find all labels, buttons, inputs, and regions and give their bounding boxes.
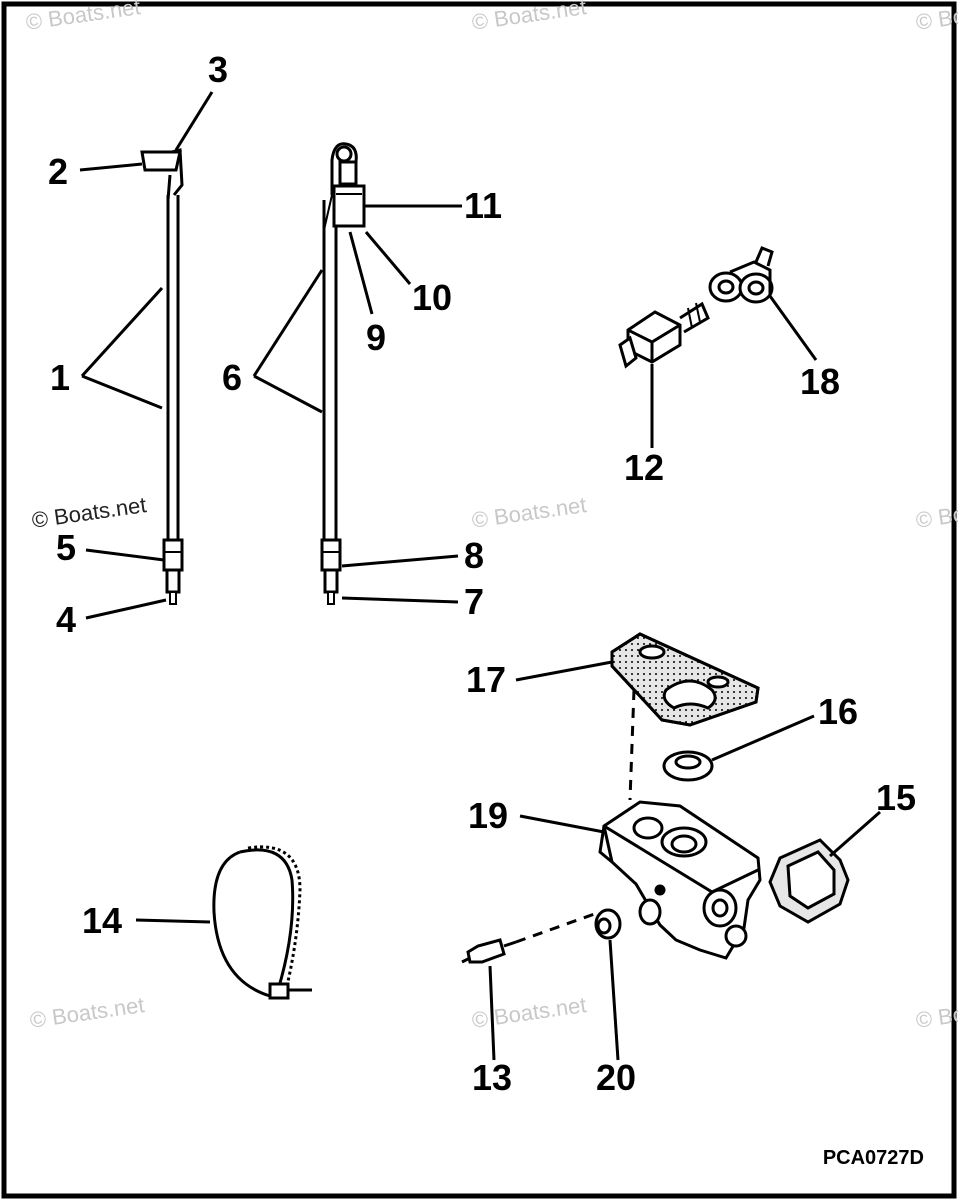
- pressure-switch-12: [618, 301, 710, 369]
- callout-13: 13: [472, 1057, 513, 1098]
- callout-7: 7: [464, 581, 485, 622]
- callout-2: 2: [48, 151, 69, 192]
- callout-5: 5: [56, 527, 77, 568]
- callout-19: 19: [468, 795, 509, 836]
- callout-4: 4: [56, 599, 77, 640]
- leader-lines: [79, 91, 881, 1061]
- callout-18: 18: [800, 361, 841, 402]
- elbow-fitting-18: [708, 246, 774, 304]
- callout-11: 11: [464, 185, 503, 226]
- plug-20: [594, 908, 622, 940]
- temperature-sender-lead-1: [140, 148, 184, 605]
- callout-1: 1: [50, 357, 71, 398]
- callout-6: 6: [222, 357, 243, 398]
- temperature-sender-13: [461, 938, 517, 964]
- callout-8: 8: [464, 535, 485, 576]
- callout-16: 16: [818, 691, 859, 732]
- washer-16: [662, 750, 714, 782]
- callout-14: 14: [82, 900, 123, 941]
- callout-10: 10: [412, 277, 453, 318]
- gasket-17: [610, 632, 760, 727]
- housing-19: [598, 800, 762, 960]
- callout-15: 15: [876, 777, 917, 818]
- gasket-15: [768, 838, 850, 924]
- assembly-guide-line: [628, 689, 636, 801]
- callout-17: 17: [466, 659, 507, 700]
- diagram-code: PCA0727D: [822, 1147, 924, 1169]
- assembly-guide-line-13: [515, 910, 601, 944]
- strap-14: [212, 845, 312, 1000]
- callout-3: 3: [208, 49, 229, 90]
- temperature-sender-lead-6: [320, 142, 366, 605]
- callout-9: 9: [366, 317, 387, 358]
- callout-20: 20: [596, 1057, 637, 1098]
- callout-12: 12: [624, 447, 665, 488]
